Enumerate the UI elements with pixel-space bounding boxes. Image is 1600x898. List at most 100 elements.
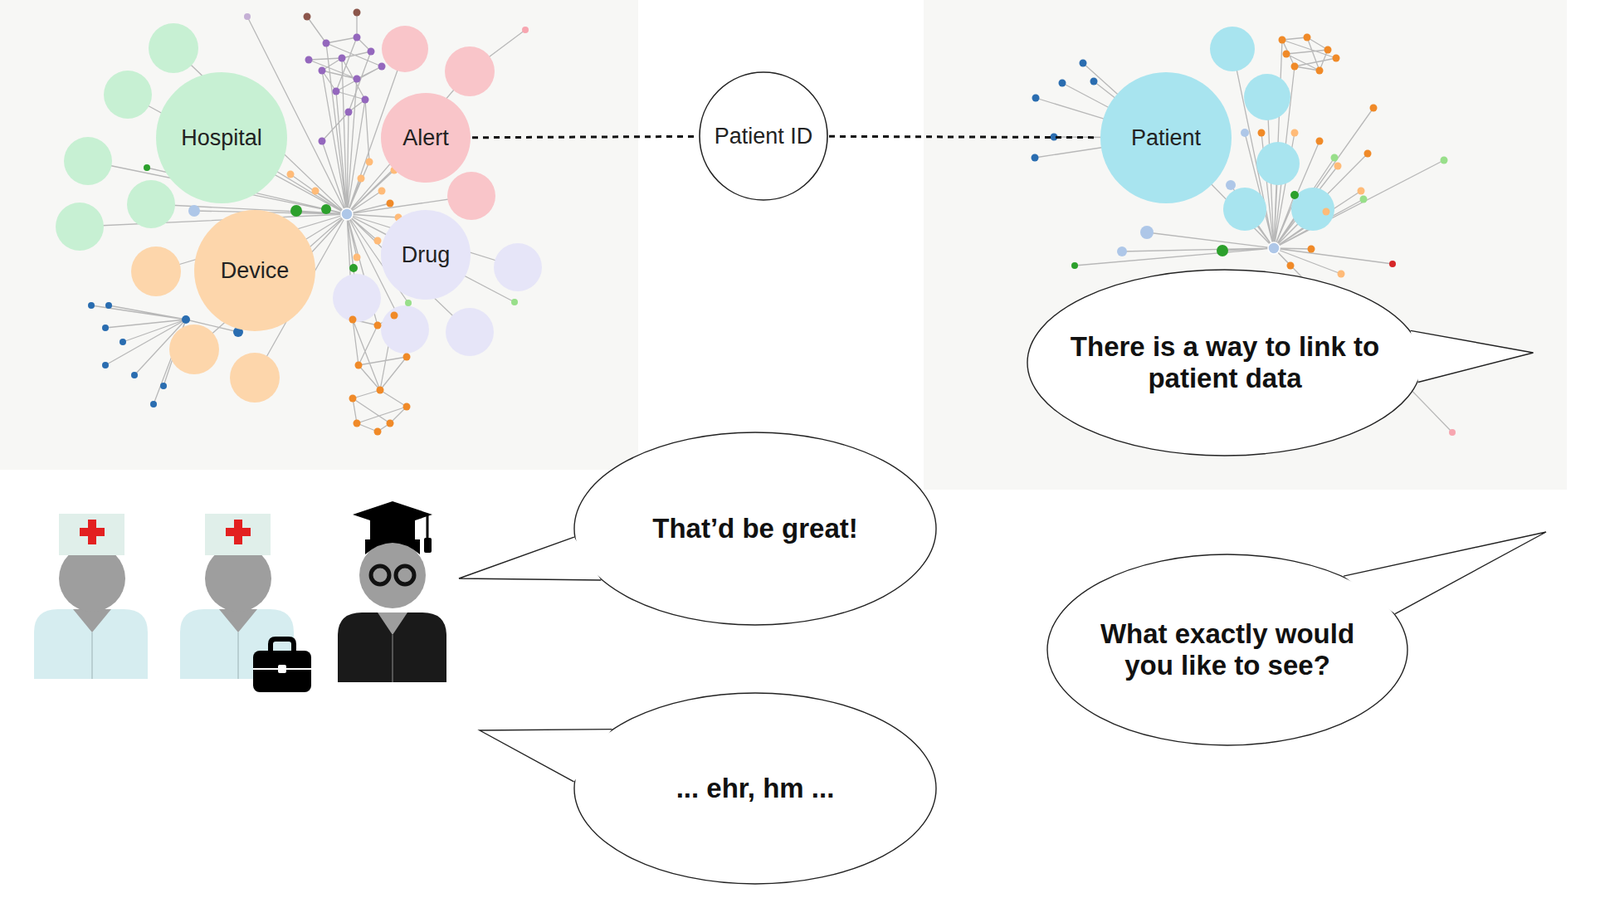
topic-circle: Hospital [155,71,288,205]
network-dots [87,302,95,309]
network-dots [318,137,327,146]
speech-text: That’d be great! [652,512,859,545]
graduate-icon [359,541,426,609]
network-dots [1440,156,1449,165]
node-label: Alert [402,125,449,152]
network-dots [353,419,361,428]
topic-circle: Drug [380,209,472,301]
network-dots [353,34,361,42]
circle-outline [380,209,471,300]
network-dots [341,208,353,220]
network-links [91,305,239,405]
network-dots [1282,50,1291,59]
network-dots [1032,94,1040,103]
node-label: Patient [1131,125,1201,152]
network-dots [143,164,151,171]
nurse-icon [278,664,287,674]
graduate-icon [395,565,415,585]
network-circles [1243,73,1291,121]
network-circles [1291,187,1335,231]
speech-text: There is a way to link to patient data [1058,331,1391,396]
bubble-tail-outline [479,729,612,782]
nurse-icon [237,632,240,679]
network-dots [1370,104,1378,113]
network-dots [403,403,411,411]
bubble-tail [1343,531,1547,615]
network-dots [365,158,374,166]
network-dots [1291,63,1299,71]
network-dots [1117,246,1127,257]
speech-bubble: ... ehr, hm ... [573,692,937,885]
network-dots [303,13,312,21]
panel-background [0,0,1567,490]
panel-background [0,0,639,470]
graduate-icon [337,612,447,683]
dashed-link [472,136,698,137]
network-dots [188,204,200,217]
network-dots [349,316,357,324]
network-circles [1256,141,1300,186]
network-dots [102,324,109,332]
text-group: Hospital [180,125,263,152]
topic-circle: Device [193,209,317,332]
network-circles [447,171,496,220]
bubble-tail [1410,330,1534,382]
network-dots [378,63,386,71]
bubble-tail-outline [1410,330,1534,382]
text-group: ... ehr, hm ... [676,772,835,805]
graduate-icon [426,515,430,540]
graduate-icon [377,612,408,635]
circle-outline [156,72,288,204]
network-dots [1316,67,1324,75]
network-dots [322,39,331,48]
network-dots [105,302,113,309]
network-dots [332,87,341,96]
text-group: Patient [1131,125,1201,152]
bubble-tail-outline [1343,531,1547,615]
network-dots [287,170,295,179]
node-label: Device [220,258,290,284]
network-dots [355,361,363,370]
dashed-link [829,136,1099,137]
link-circle: Patient ID [698,71,829,201]
network-links [1282,37,1337,71]
network-circles [229,352,280,403]
network-dots [1058,79,1067,88]
network-dots [1303,34,1312,42]
network-dots [376,386,385,395]
network-dots [1287,262,1295,270]
network-dots [119,338,127,346]
speech-bubble: There is a way to link to patient data [1026,268,1423,457]
network-dots [374,321,382,330]
bubble-tail-outline [458,536,601,581]
network-dots [386,200,395,208]
bubble-outline [574,692,937,884]
network-circles [55,202,104,251]
network-circles [444,46,495,97]
speech-text: What exactly would you like to see? [1086,618,1369,683]
network-circles [169,324,220,375]
network-dots [87,9,529,436]
network-dots [404,299,412,307]
network-dots [353,253,361,262]
network-dots [1079,59,1088,68]
network-dots [1360,195,1368,204]
graduate-icon [365,539,420,555]
topic-circle: Patient [1099,71,1233,205]
nurse-icon [180,513,312,693]
network-dots [1448,429,1456,436]
speech-bubble: That’d be great! [573,431,937,626]
network-dots [1337,270,1346,279]
graduate-icon [370,565,390,585]
network-dots [1322,208,1331,216]
network-links [307,12,382,162]
network-dots [511,298,518,306]
network-circles [55,23,542,403]
network-dots [305,56,313,64]
circle-outline [194,209,316,332]
network-dots [318,67,327,75]
bubble-outline [574,432,937,625]
network-circles [126,180,176,229]
network-dots [349,263,358,273]
network-dots [1332,54,1341,63]
